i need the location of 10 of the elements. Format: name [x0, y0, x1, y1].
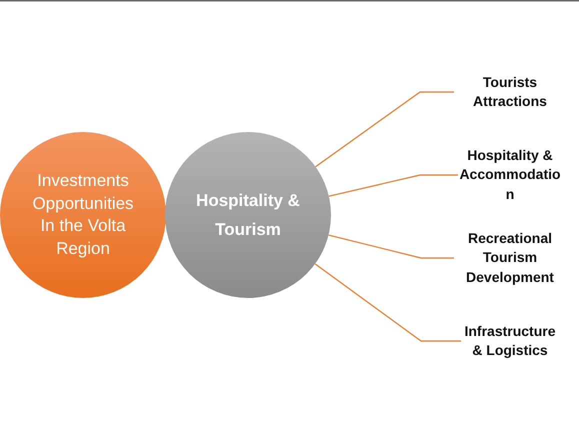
- branch-label: Tourists Attractions: [454, 72, 566, 112]
- circle-label: Hospitality & Tourism: [195, 190, 301, 241]
- branch-label: Recreational Tourism Development: [454, 228, 566, 288]
- branch-label: Infrastructure & Logistics: [461, 322, 559, 360]
- leader-line: [314, 263, 461, 342]
- leader-line: [315, 91, 454, 168]
- leader-line: [328, 174, 458, 197]
- branch-label: Hospitality & Accommodatio n: [458, 146, 562, 204]
- leader-line: [328, 234, 454, 259]
- circle-label: Investments Opportunities In the Volta Region: [31, 170, 135, 260]
